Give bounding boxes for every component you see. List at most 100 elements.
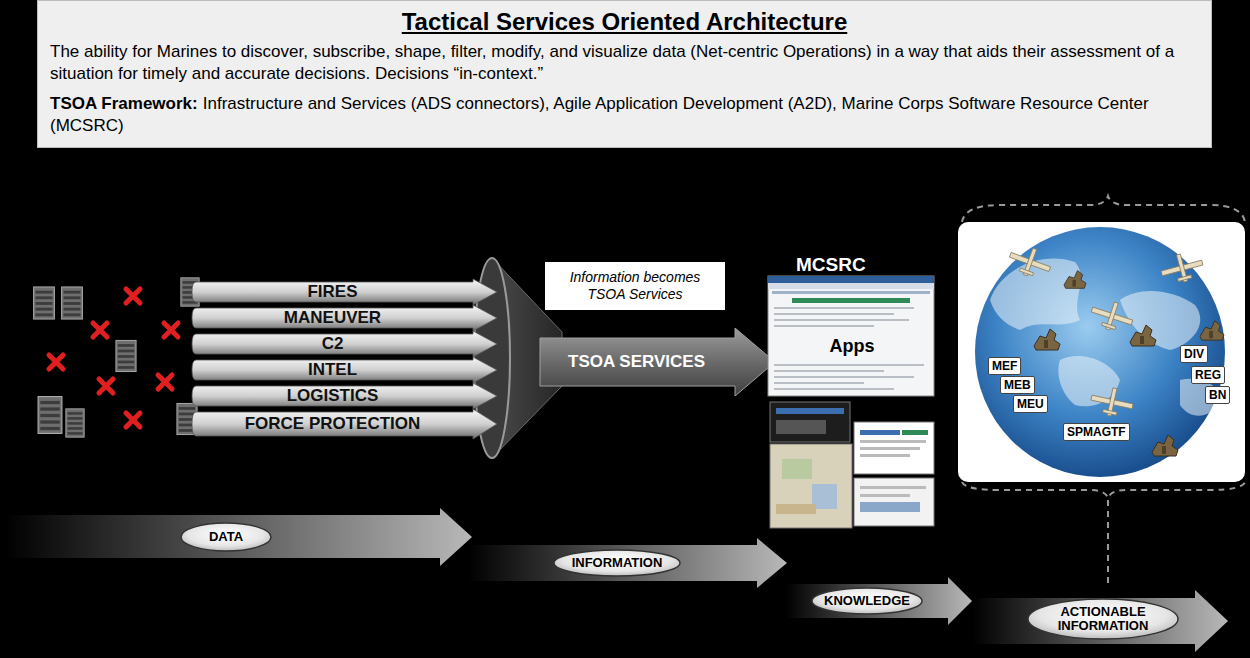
screen-part: [768, 283, 934, 289]
domain-arrow: C2: [192, 331, 497, 357]
unit-tag: SPMAGTF: [1063, 423, 1130, 441]
server-icon: [62, 287, 83, 319]
screen-label: Apps: [766, 335, 938, 357]
node-label: INFORMATION: [572, 556, 663, 570]
screen-part: [860, 430, 900, 435]
dashed-leader: [1107, 500, 1109, 586]
framework-paragraph: TSOA Framework:Infrastructure and Servic…: [50, 93, 1199, 137]
unit-icon: [1034, 329, 1060, 350]
node-label: TSOA SERVICES: [568, 352, 705, 372]
red-x: [126, 413, 140, 427]
callout-box: Information becomes TSOA Services: [545, 262, 725, 310]
node-label: DATA: [209, 530, 243, 544]
services-arrow: TSOA SERVICES: [540, 328, 775, 396]
screen-part: [792, 298, 910, 303]
unit-tag: MEU: [1013, 395, 1048, 413]
screen-part: [774, 382, 864, 384]
aircraft-icon: [1005, 242, 1054, 283]
unit-tag: DIV: [1180, 345, 1208, 363]
unit-tag: MEF: [988, 357, 1021, 375]
domain-arrow: FIRES: [192, 279, 497, 305]
red-x: [49, 355, 63, 369]
screen-part: [854, 422, 934, 474]
stage-arrow: [468, 538, 787, 588]
arrow-shape: [192, 331, 497, 357]
screen-part: [774, 319, 909, 321]
screen-part: [854, 478, 934, 526]
oval-shape: [812, 588, 922, 614]
screen-part: [774, 388, 894, 390]
arrow-shape: [192, 305, 497, 331]
node-label: FORCE PROTECTION: [245, 414, 421, 434]
node-label: MEF: [992, 359, 1017, 373]
app-screenshot: MCSRCApps: [762, 254, 938, 534]
server-icon: [34, 287, 55, 319]
node-shape: [762, 254, 938, 534]
node-label: Information becomes TSOA Services: [559, 269, 711, 303]
screen-part: [774, 364, 924, 366]
screen-part: [772, 291, 930, 294]
oval-shape: [554, 550, 680, 576]
unit-tag: REG: [1191, 366, 1225, 384]
arrow-shape: [540, 328, 775, 396]
node-label: KNOWLEDGE: [824, 594, 910, 608]
red-x: [93, 323, 107, 337]
screen-part: [768, 276, 934, 283]
server-icon: [116, 340, 136, 371]
aircraft-icon: [1088, 296, 1137, 336]
arrow-shape: [192, 383, 497, 409]
framework-text: Infrastructure and Services (ADS connect…: [50, 94, 1149, 135]
screen-part: [902, 430, 928, 435]
screen-part: [774, 370, 884, 372]
screen-part: [860, 454, 910, 457]
domain-arrow: LOGISTICS: [192, 383, 497, 409]
continents: [990, 258, 1222, 415]
screen-part: [860, 440, 926, 443]
domain-arrow: INTEL: [192, 357, 497, 383]
oval-shape: [1028, 599, 1178, 639]
screen-part: [770, 402, 850, 442]
dashed-brace: [962, 482, 1245, 498]
stage-arrow: [785, 577, 972, 625]
server-racks: [34, 278, 200, 437]
server-icon: [66, 409, 84, 437]
node-label: REG: [1195, 368, 1221, 382]
red-x: [164, 323, 178, 337]
red-x: [126, 289, 140, 303]
screen-part: [782, 459, 812, 479]
stage-oval: ACTIONABLE INFORMATION: [1027, 598, 1179, 640]
node-label: MEB: [1004, 378, 1031, 392]
framework-heading: TSOA Framework:: [50, 94, 198, 113]
continent: [990, 258, 1081, 330]
unit-icon: [1064, 271, 1086, 289]
screen-part: [860, 494, 910, 497]
dashed-brace: [962, 196, 1245, 222]
screen-part: [774, 307, 914, 309]
node-shape: [192, 331, 497, 357]
stage-arrow: [5, 508, 472, 566]
screen-part: [776, 408, 844, 414]
header-panel: Tactical Services Oriented ArchitectureT…: [37, 0, 1212, 148]
arrow-shape: [192, 357, 497, 383]
unit-icon: [1152, 435, 1178, 456]
oval-shape: [181, 523, 271, 551]
node-label: INTEL: [308, 360, 357, 380]
red-x: [158, 375, 172, 389]
unit-tag: MEB: [1000, 376, 1035, 394]
stage-arrow: [972, 590, 1228, 652]
node-label: SPMAGTF: [1067, 425, 1126, 439]
node-label: BN: [1209, 388, 1226, 402]
unit-icon: [1200, 321, 1224, 340]
domain-arrow: MANEUVER: [192, 305, 497, 331]
aircraft-icon: [1089, 384, 1136, 420]
screen-part: [774, 313, 894, 315]
aircraft-icon: [1158, 249, 1206, 287]
screen-part: [860, 447, 920, 450]
domain-arrow: FORCE PROTECTION: [192, 409, 497, 439]
arrow-shape: [192, 279, 497, 305]
node-label: LOGISTICS: [287, 386, 379, 406]
node-label: ACTIONABLE INFORMATION: [1040, 605, 1166, 633]
stage-oval: KNOWLEDGE: [811, 587, 923, 615]
